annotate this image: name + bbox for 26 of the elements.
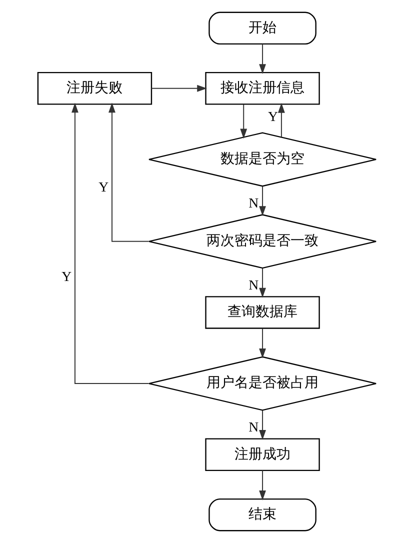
node-box: 开始	[208, 12, 316, 45]
node-box: 注册成功	[204, 438, 320, 471]
arrow	[150, 84, 206, 92]
arrow	[258, 328, 266, 358]
arrow	[258, 268, 266, 298]
node-diamond: 用户名是否被占用	[148, 356, 376, 411]
edge-label: N	[248, 277, 258, 292]
arrow	[258, 44, 266, 74]
edge-label: Y	[98, 179, 108, 194]
arrow	[258, 186, 266, 216]
arrow	[278, 102, 284, 138]
arrow	[108, 102, 149, 242]
node-box: 查询数据库	[204, 296, 320, 329]
edge-label: Y	[61, 269, 72, 284]
node-box: 注册失败	[36, 72, 152, 105]
arrow	[240, 104, 247, 139]
edge-label: N	[248, 196, 258, 210]
node-diamond: 数据是否为空	[148, 132, 376, 187]
edge-label: N	[248, 420, 258, 435]
edge-label: Y	[268, 108, 278, 124]
node-box: 接收注册信息	[204, 72, 320, 105]
arrow	[258, 410, 266, 440]
arrow	[258, 470, 266, 500]
node-box: 结束	[208, 498, 316, 532]
node-diamond: 两次密码是否一致	[148, 214, 376, 269]
arrow	[71, 102, 149, 384]
